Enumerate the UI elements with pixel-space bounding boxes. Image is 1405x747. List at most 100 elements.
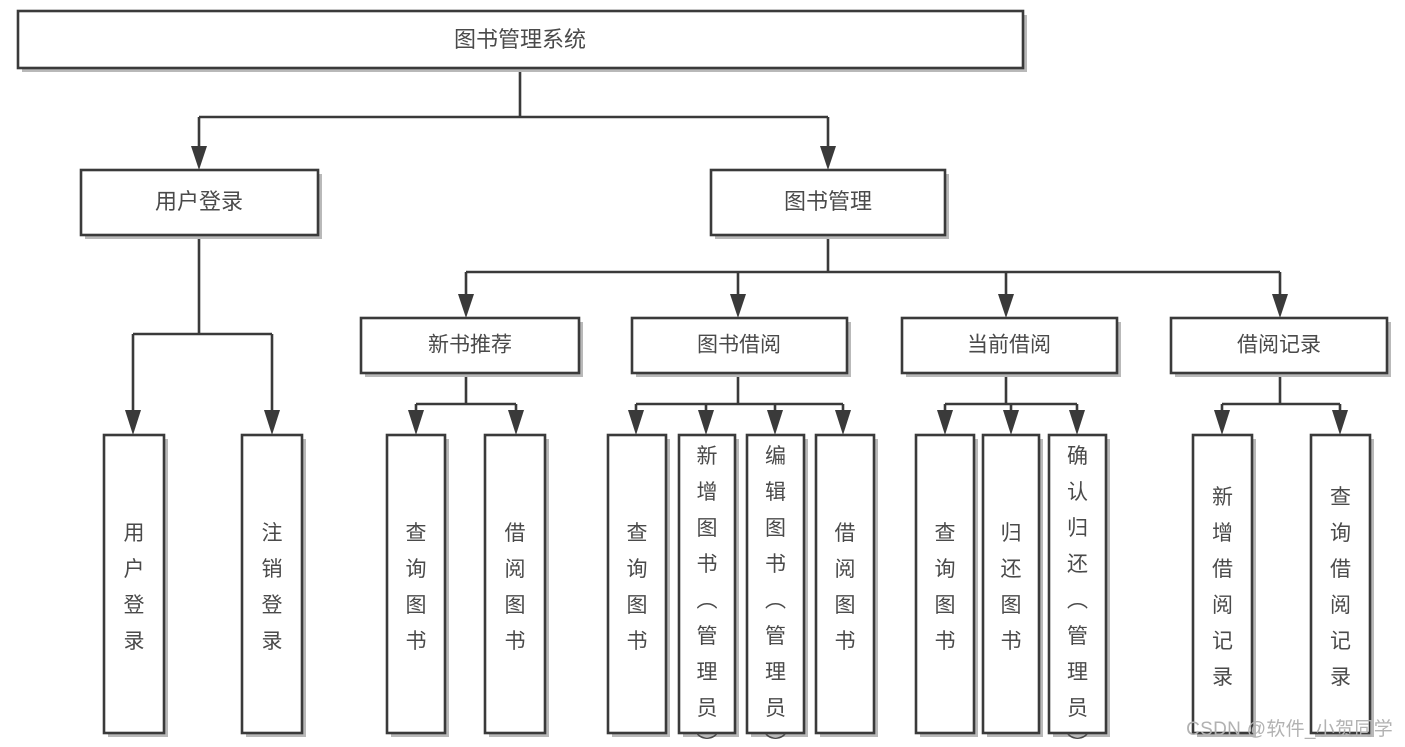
leaf-label: 编辑图书︵管理员︶ [765, 445, 786, 747]
leaf-label-char: 阅 [1212, 594, 1233, 617]
leaf-label-char: 增 [697, 481, 718, 504]
new-book-rec-label: 新书推荐 [428, 334, 512, 357]
leaf-label-char: 借 [1212, 558, 1233, 581]
leaf-label-char: 书 [765, 553, 786, 576]
leaf-label-char: 销 [262, 558, 283, 581]
leaf-label-char: 阅 [505, 558, 526, 581]
node-borrow-record[interactable]: 借阅记录 [1169, 316, 1391, 377]
leaf-node-2[interactable]: 查询图书 [385, 433, 449, 737]
leaf-label-char: 员 [765, 697, 786, 720]
borrow-record-box [1169, 316, 1389, 375]
leaf-label-char: 记 [1212, 630, 1233, 653]
leaf-label-char: 查 [935, 522, 956, 545]
node-book-borrow[interactable]: 图书借阅 [630, 316, 851, 377]
arrow-head-to-borrow-record [1272, 294, 1288, 318]
leaf-label-char: 记 [1330, 630, 1351, 653]
leaf-label-char: 理 [765, 661, 786, 684]
leaf-node-12[interactable]: 查询借阅记录 [1309, 433, 1374, 737]
arrow-head-book-borrow-leaf-2 [698, 410, 714, 435]
user-login-label: 用户登录 [155, 189, 243, 214]
leaf-label-char: 还 [1067, 553, 1088, 576]
leaf-label-char: 认 [1067, 481, 1088, 504]
leaf-node-11[interactable]: 新增借阅记录 [1191, 433, 1256, 737]
leaf-label-char: 借 [505, 522, 526, 545]
arrow-head-root-to-book-mgmt [820, 146, 836, 170]
arrow-head-root-to-user-login [191, 146, 207, 170]
leaf-node-9[interactable]: 归还图书 [981, 433, 1043, 737]
leaf-label-char: 理 [1067, 661, 1088, 684]
book-borrow-label: 图书借阅 [697, 334, 781, 357]
new-book-rec-box [359, 316, 581, 375]
leaf-label-char: 图 [935, 594, 956, 617]
leaf-label-char: 管 [697, 625, 718, 648]
leaf-label-char: 借 [1330, 558, 1351, 581]
leaf-label-char: 用 [124, 522, 145, 545]
leaf-label-char: 图 [406, 594, 427, 617]
leaf-box [1191, 433, 1254, 735]
leaf-node-1[interactable]: 注销登录 [240, 433, 306, 737]
leaf-node-3[interactable]: 借阅图书 [483, 433, 549, 737]
node-root-system[interactable]: 图书管理系统 [16, 9, 1027, 72]
leaf-label-char: 查 [627, 522, 648, 545]
leaf-label-char: 询 [1330, 522, 1351, 545]
leaf-label-char: 图 [835, 594, 856, 617]
leaf-label-char: 登 [124, 594, 145, 617]
leaf-box [606, 433, 668, 735]
arrow-head-current-borrow-leaf-3 [1069, 410, 1085, 435]
leaf-label: 注销登录 [262, 522, 283, 653]
leaf-label-char: ︵ [697, 589, 718, 612]
leaf-node-5[interactable]: 新增图书︵管理员︶ [677, 433, 739, 747]
leaf-label-char: 查 [1330, 486, 1351, 509]
leaf-label-char: 询 [406, 558, 427, 581]
leaf-node-0[interactable]: 用户登录 [102, 433, 168, 737]
leaf-label-char: 管 [1067, 625, 1088, 648]
leaf-label-char: ︵ [1067, 589, 1088, 612]
leaf-label-char: 书 [1001, 630, 1022, 653]
leaf-label-char: 还 [1001, 558, 1022, 581]
node-current-borrow[interactable]: 当前借阅 [900, 316, 1121, 377]
root-box [16, 9, 1025, 70]
arrow-head-book-borrow-leaf-4 [835, 410, 851, 435]
leaf-box [677, 433, 737, 735]
leaf-box [240, 433, 304, 735]
leaf-node-10[interactable]: 确认归还︵管理员︶ [1047, 433, 1110, 747]
arrow-head-to-book-borrow [730, 294, 746, 318]
node-user-login[interactable]: 用户登录 [79, 168, 322, 239]
leaf-label: 归还图书 [1001, 522, 1022, 653]
node-new-book-recommendation[interactable]: 新书推荐 [359, 316, 583, 377]
leaf-label-char: 新 [697, 445, 718, 468]
leaf-label-char: ︵ [765, 589, 786, 612]
leaf-label-char: 录 [1212, 666, 1233, 689]
leaf-label-char: 阅 [1330, 594, 1351, 617]
arrow-head-user-login-leaf-1 [125, 410, 141, 435]
leaf-node-8[interactable]: 查询图书 [914, 433, 978, 737]
leaf-label-char: 录 [1330, 666, 1351, 689]
book-borrow-box [630, 316, 849, 375]
book-management-box [709, 168, 947, 237]
leaf-label-char: 新 [1212, 486, 1233, 509]
leaf-label-char: 书 [835, 630, 856, 653]
leaf-box [745, 433, 806, 735]
arrow-head-current-borrow-leaf-1 [937, 410, 953, 435]
leaf-box [1309, 433, 1372, 735]
arrow-head-new-book-rec-leaf-2 [508, 410, 524, 435]
arrow-head-to-new-book-rec [458, 294, 474, 318]
leaf-box [385, 433, 447, 735]
user-login-box [79, 168, 320, 237]
leaf-label: 借阅图书 [505, 522, 526, 653]
borrow-record-label: 借阅记录 [1237, 334, 1321, 357]
leaf-box [814, 433, 876, 735]
leaf-node-7[interactable]: 借阅图书 [814, 433, 878, 737]
arrow-head-borrow-record-leaf-2 [1332, 410, 1348, 435]
leaf-label-char: 编 [765, 445, 786, 468]
node-book-management[interactable]: 图书管理 [709, 168, 949, 239]
arrow-head-current-borrow-leaf-2 [1003, 410, 1019, 435]
arrow-head-to-current-borrow [998, 294, 1014, 318]
leaf-node-4[interactable]: 查询图书 [606, 433, 670, 737]
leaf-label: 查询图书 [627, 522, 648, 653]
leaf-node-6[interactable]: 编辑图书︵管理员︶ [745, 433, 808, 747]
leaf-label-char: 图 [627, 594, 648, 617]
leaf-label-char: 管 [765, 625, 786, 648]
